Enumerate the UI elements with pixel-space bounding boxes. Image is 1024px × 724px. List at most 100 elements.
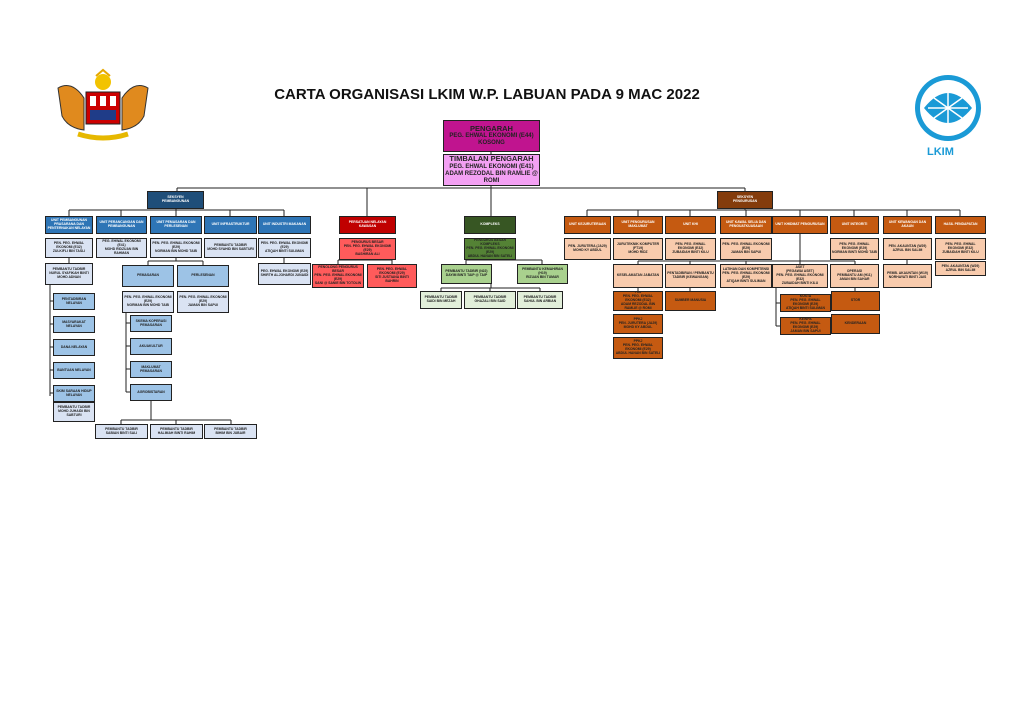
staff-box: PEG. EHWAL EKONOMI (E41)MOHD RIDZUAN BIN… (96, 238, 147, 258)
box-text: PERSATUAN NELAYAN (348, 220, 387, 225)
box-text: PEG. EHWAL EKONOMI (E44) (449, 133, 534, 140)
box-text: ZULKIFLI BIN TASLI (52, 248, 86, 253)
box-text: OPERASI (846, 269, 863, 274)
box-text: PEMBANTU TADBIR (473, 295, 507, 300)
unit-box: UNIT PERANCANGAN DAN PEMBANGUNAN (96, 216, 147, 234)
box-text: PENTADBIRAN / PEMBANTU TADBIR (KEWANGAN) (667, 271, 714, 279)
box-text: PEN. AKAUNTAN (W29) (941, 263, 980, 268)
box-text: PEN. PEG. EHWAL EKONOMI (E29) (179, 295, 227, 304)
staff-box: PEN. PEG. EHWAL EKONOMI (E32)ZUBAIDAH BI… (665, 238, 716, 260)
task-box: SUMBER MANUSIA (665, 291, 716, 311)
task-box: AKUAKULTUR (130, 338, 172, 355)
task-box: AGROBISTARAN (130, 384, 172, 401)
box-text: PENGARAH (470, 123, 513, 133)
box-text: PEN. PEG. EHWAL EKONOMI (E29) (152, 241, 200, 250)
box-text: KOMPLEKS (480, 222, 500, 227)
box-text: SAHUL BIN ARBIAN (523, 299, 557, 303)
box-text: UNIT PEMASARAN DAN PERLESENAN (156, 220, 196, 228)
box-text: ADAM REZODAL BIN RAMLIE @ ROMI (620, 301, 656, 310)
box-text: PENTADBIRAN NELAYAN (61, 296, 87, 305)
box-text: MOHD JUHAIDI BIN SABTURI (58, 409, 90, 417)
box-text: AMAN BIN SAHAR (839, 276, 870, 281)
box-text: SABIAN BINTI SALI (105, 430, 138, 435)
box-text: UNIT INDUSTRI MAKANAN (262, 222, 307, 227)
box-text: KEWPA (799, 317, 812, 322)
task-box: PENTADBIRAN NELAYAN (53, 293, 95, 310)
box-text: BASHIRAN ALI (355, 251, 380, 256)
box-text: UNIT INTEGRITI (841, 222, 868, 227)
staff-box: PEN. PEG. EHWAL EKONOMI (E29)JAMAN BIN S… (720, 238, 772, 260)
box-text: GHAZALI BIN SAID (474, 299, 506, 303)
box-text: PEMBANTU KEMAHIRAN (H19) (522, 267, 563, 276)
lkim-logo-text: LKIM (927, 146, 954, 158)
unit-box: UNIT INTEGRITI (830, 216, 879, 234)
box-text: HALIMAH BINTI RAHIM (157, 430, 196, 435)
box-text: ASET (795, 265, 805, 270)
task-box: PENTADBIRAN / PEMBANTU TADBIR (KEWANGAN) (665, 264, 716, 288)
box-text: PEMBANTU TADBIR (214, 243, 247, 248)
box-text: PEN. PEG. EHWAL EKONOMI (E29) (839, 242, 870, 251)
box-text: NORMAN BIN MOHD TAIB (155, 248, 197, 253)
page-title: CARTA ORGANISASI LKIM W.P. LABUAN PADA 9… (274, 86, 700, 103)
box-text: PENGURUSAN (732, 199, 758, 203)
box-text: LATIHAN DAN KOMPETENSI (722, 267, 770, 272)
box-text: PEN. PEG. EHWAL EKONOMI (E29) (343, 244, 392, 252)
unit-box: UNIT KHIDMAT PENGURUSAN (772, 216, 828, 234)
staff-box: PEN. PEG. EHWAL EKONOMI (E29)NORMAN BIN … (122, 291, 174, 313)
box-text: ZUBAIDAH BINTI KILU (781, 280, 819, 285)
box-text: PEN. JURUTERA (JA29) (618, 321, 658, 326)
box-text: PEN. PEG. EHWAL EKONOMI (E29) (260, 241, 309, 250)
box-text: ZUBAIDAH BINTI KILU (942, 249, 979, 254)
box-text: PEN. PEG. EHWAL EKONOMI (E29) (314, 273, 362, 281)
box-text: PENGURUS BESAR (351, 240, 384, 245)
box-text: MOHD KY ABDUL (623, 324, 653, 329)
staff-box: PEN. PEG. EHWAL EKONOMI (E29)NORMAN BINT… (830, 238, 879, 260)
box-text: PEMB. AKAUNTAN (W19) (887, 271, 928, 276)
box-text: MOHD SYAHID BIN SABTURI (207, 247, 254, 251)
box-text: NORHAYATI BINTI JAIS (888, 275, 927, 279)
lkim-logo (915, 75, 981, 141)
box-text: AZRUL BIN SALIM (892, 248, 923, 252)
unit-box: UNIT INDUSTRI MAKANAN (258, 216, 311, 234)
box-text: ABDUL HANAN BIN SATELI (467, 253, 513, 258)
staff-box: PEN. PEG. EHWAL EKONOMI (E29)ATIQAH BINT… (258, 238, 311, 258)
box-text: JAMAN BIN SAPUI (730, 249, 762, 254)
box-text: PEMBANTU TADBIR (523, 295, 557, 300)
task-box: DANA NELAYAN (53, 339, 95, 356)
staff-box: PEN. PEG. EHWAL EKONOMI (E32)ZUBAIDAH BI… (935, 238, 986, 260)
box-text: PEMBANTU TADBIR (N22) (445, 269, 488, 274)
box-text: PEN. PEG. EHWAL EKONOMI (E29) (790, 321, 821, 329)
box-text: SUMBER MANUSIA (674, 298, 707, 303)
box-text: PERLESENAN (191, 273, 215, 278)
box-text: MOHD RIDZ (628, 249, 648, 254)
box-text: NORMAN BINTI MOHD TAIB (832, 249, 877, 254)
box-text: PEN. PEG. EHWAL EKONOMI (E32) (622, 294, 654, 303)
task-box: STOR (831, 291, 880, 311)
box-text: TIMBALAN PENGARAH (449, 154, 534, 164)
box-text: DANA NELAYAN (60, 344, 88, 349)
box-text: MASYARAKAT NELAYAN (62, 319, 86, 328)
staff-box: PEN. PEG. EHWAL EKONOMI (E29)JAMAN BIN S… (177, 291, 229, 313)
unit-box: UNIT KEJURUTERAAN (564, 216, 611, 234)
box-text: RIZUAN BIN TUMAR (526, 274, 559, 279)
box-text: JAMAN BIN SAPUI (187, 302, 219, 307)
task-box: SKIM SARAAN HIDUP NELAYAN (53, 385, 95, 402)
box-text: BIHIM BIN JUBAIR (215, 430, 246, 435)
box-text: JURUTEKNIK KOMPUTER (FT19) (616, 242, 660, 251)
unit-box: HASIL PENDAPATAN (935, 216, 986, 234)
staff-box: PEMB. AKAUNTAN (W19)NORHAYATI BINTI JAIS (883, 264, 932, 288)
box-text: KOSONG (478, 140, 505, 147)
staff-box: PEN. JURUTERA (JA29)MOHD KY ABDUL (564, 238, 611, 260)
malaysia-coat-of-arms-logo (57, 68, 149, 141)
unit-box: UNIT KAWAL SELIA DAN PENGUATKUASAAN (720, 216, 772, 234)
staff-box: PEMBANTU KEMAHIRAN (H19)RIZUAN BIN TUMAR (517, 264, 568, 284)
box-text: PEG. EHWAL EKONOMI (E41) (102, 239, 141, 248)
box-text: PEN. AKAUNTAN (W29) (888, 244, 927, 249)
box-text: PEG. EHWAL EKONOMI (E29) (260, 269, 309, 274)
